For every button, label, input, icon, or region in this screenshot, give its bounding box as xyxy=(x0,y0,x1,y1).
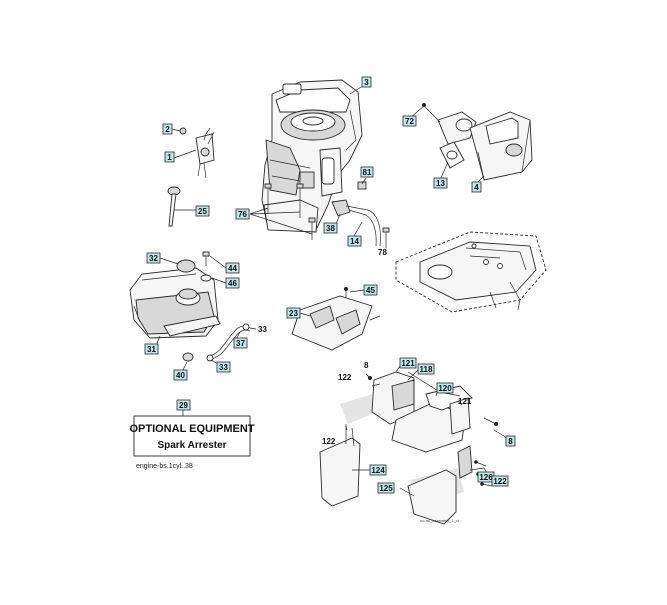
svg-text:31: 31 xyxy=(147,345,156,354)
label-122-top: 122 xyxy=(338,373,352,382)
bracket-assembly xyxy=(319,371,505,525)
callout-76: 76 xyxy=(235,208,250,220)
callout-25: 25 xyxy=(195,205,210,217)
svg-text:2: 2 xyxy=(165,125,170,134)
svg-text:125: 125 xyxy=(379,484,393,493)
svg-text:120: 120 xyxy=(438,384,452,393)
plain-labels: 78 33 8 122 121 122 xyxy=(258,248,472,446)
dipstick xyxy=(167,186,181,227)
svg-text:37: 37 xyxy=(236,339,245,348)
diagram-reference: engine-bs.1cyl..38 xyxy=(136,463,193,470)
callout-33: 33 xyxy=(216,361,231,373)
label-8: 8 xyxy=(364,361,369,370)
optional-equipment-title: OPTIONAL EQUIPMENT xyxy=(129,423,254,435)
svg-text:118: 118 xyxy=(420,365,433,374)
ignition-assembly xyxy=(179,127,215,179)
svg-text:124: 124 xyxy=(371,466,385,475)
callout-31: 31 xyxy=(144,343,159,355)
part-81 xyxy=(357,181,367,190)
svg-text:81: 81 xyxy=(363,168,372,177)
frame-plate xyxy=(395,231,547,313)
fuel-tank xyxy=(129,267,221,339)
callout-38: 38 xyxy=(323,222,338,234)
optional-equipment-subtitle: Spark Arrester xyxy=(157,440,226,451)
callout-118: 118 xyxy=(417,363,435,375)
callout-40: 40 xyxy=(173,369,188,381)
fuel-hose xyxy=(182,323,251,362)
svg-text:46: 46 xyxy=(228,279,237,288)
callout-45: 45 xyxy=(363,284,378,296)
svg-text:25: 25 xyxy=(198,207,207,216)
svg-text:23: 23 xyxy=(289,309,298,318)
engine-block xyxy=(261,79,363,233)
svg-text:44: 44 xyxy=(228,264,237,273)
svg-text:122: 122 xyxy=(493,477,507,486)
leader-lines xyxy=(154,83,507,497)
callout-121: 121 xyxy=(399,357,417,369)
callout-124: 124 xyxy=(369,464,387,476)
label-121: 121 xyxy=(458,397,472,406)
callout-37: 37 xyxy=(233,337,248,349)
bolts-76 xyxy=(264,183,316,240)
label-78: 78 xyxy=(378,248,387,257)
callout-81: 81 xyxy=(360,166,374,178)
fuel-line-assembly xyxy=(331,199,390,248)
callout-122: 122 xyxy=(491,475,509,487)
callout-13: 13 xyxy=(433,177,448,189)
callout-3: 3 xyxy=(361,76,372,88)
svg-text:121: 121 xyxy=(401,359,415,368)
callout-4: 4 xyxy=(471,181,482,193)
svg-text:14: 14 xyxy=(350,237,359,246)
callout-2: 2 xyxy=(162,123,173,135)
muffler-assembly xyxy=(422,103,533,181)
svg-text:40: 40 xyxy=(176,371,185,380)
callout-125: 125 xyxy=(377,482,395,494)
svg-text:126: 126 xyxy=(479,473,493,482)
svg-text:13: 13 xyxy=(436,179,445,188)
svg-text:1: 1 xyxy=(167,153,172,162)
callout-23: 23 xyxy=(286,307,301,319)
svg-text:32: 32 xyxy=(149,254,158,263)
label-122-left: 122 xyxy=(322,437,336,446)
svg-text:33: 33 xyxy=(219,363,228,372)
callout-14: 14 xyxy=(347,235,362,247)
callout-1: 1 xyxy=(164,151,175,163)
callout-46: 46 xyxy=(225,277,240,289)
svg-text:45: 45 xyxy=(366,286,375,295)
svg-text:72: 72 xyxy=(405,117,414,126)
svg-text:4: 4 xyxy=(474,183,479,192)
svg-text:29: 29 xyxy=(179,401,188,410)
screw-44 xyxy=(200,251,212,282)
callout-boxes: 3 2 1 72 13 4 81 25 76 38 14 32 44 46 45… xyxy=(144,76,516,494)
assembly-reference: no-ml_assembly_1_cl xyxy=(420,518,459,523)
callout-72: 72 xyxy=(402,115,417,127)
callout-120: 120 xyxy=(436,382,454,394)
optional-equipment-box: OPTIONAL EQUIPMENT Spark Arrester xyxy=(129,415,255,457)
callout-32: 32 xyxy=(146,252,161,264)
svg-text:3: 3 xyxy=(364,78,369,87)
svg-text:38: 38 xyxy=(326,224,335,233)
svg-text:76: 76 xyxy=(238,210,247,219)
callout-29: 29 xyxy=(176,399,191,411)
label-33: 33 xyxy=(258,325,267,334)
svg-text:8: 8 xyxy=(508,437,513,446)
callout-8: 8 xyxy=(505,435,516,447)
callout-44: 44 xyxy=(225,262,240,274)
heat-shield xyxy=(291,287,381,351)
fuel-cap xyxy=(176,259,196,273)
